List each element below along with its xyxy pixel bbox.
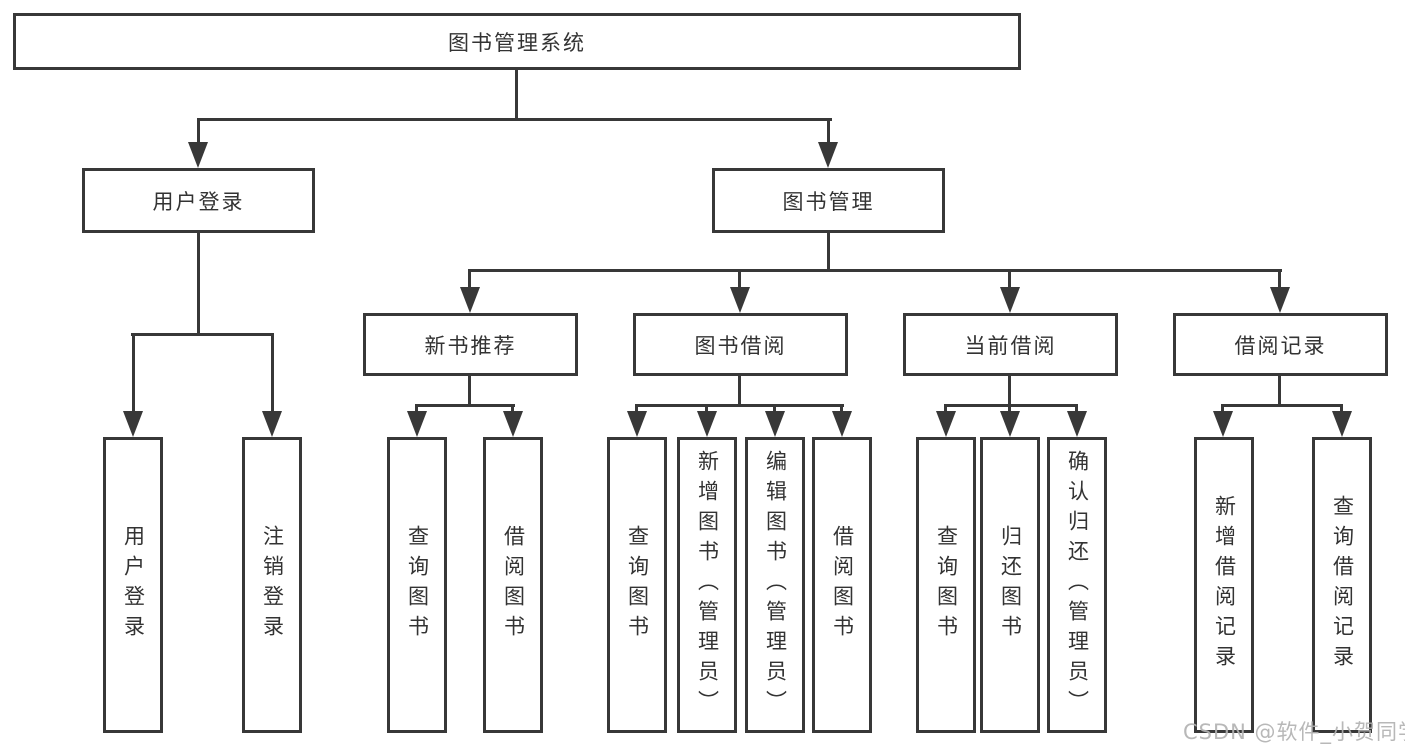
- leaf-user-login: 用户登录: [103, 437, 163, 733]
- connector-line: [827, 233, 830, 271]
- leaf-add-borrow-record: 新增借阅记录: [1194, 437, 1254, 733]
- node-label: 借阅记录: [1234, 333, 1327, 358]
- connector-line: [271, 333, 274, 413]
- arrowhead-down-icon: [407, 411, 427, 437]
- connector-line: [635, 404, 844, 407]
- connector-line: [1221, 404, 1224, 414]
- connector-line: [635, 404, 638, 414]
- node-book-management: 图书管理: [712, 168, 945, 233]
- node-label: 图书管理: [782, 189, 875, 214]
- node-label: 查询图书: [934, 525, 959, 645]
- arrowhead-down-icon: [832, 411, 852, 437]
- leaf-query-borrow-record: 查询借阅记录: [1312, 437, 1372, 733]
- connector-line: [468, 269, 1282, 272]
- node-label: 新增借阅记录: [1212, 495, 1237, 675]
- arrowhead-down-icon: [1332, 411, 1352, 437]
- arrowhead-down-icon: [188, 142, 208, 168]
- node-label: 查询图书: [405, 525, 430, 645]
- connector-line: [773, 404, 776, 414]
- leaf-borrow-books: 借阅图书: [812, 437, 872, 733]
- arrowhead-down-icon: [765, 411, 785, 437]
- node-label: 图书借阅: [694, 333, 787, 358]
- leaf-edit-books-admin: 编辑图书（管理员）: [745, 437, 805, 733]
- leaf-query-books-borrow: 查询图书: [607, 437, 667, 733]
- connector-line: [840, 404, 843, 414]
- arrowhead-down-icon: [818, 142, 838, 168]
- leaf-confirm-return-admin: 确认归还（管理员）: [1047, 437, 1107, 733]
- connector-line: [197, 118, 832, 121]
- node-label: 注销登录: [260, 525, 285, 645]
- connector-line: [944, 404, 947, 414]
- node-label: 借阅图书: [501, 525, 526, 645]
- connector-line: [1221, 404, 1343, 407]
- arrowhead-down-icon: [697, 411, 717, 437]
- connector-line: [197, 118, 200, 146]
- connector-line: [131, 333, 274, 336]
- arrowhead-down-icon: [262, 411, 282, 437]
- node-book-borrow: 图书借阅: [633, 313, 848, 376]
- node-borrow-records: 借阅记录: [1173, 313, 1388, 376]
- connector-line: [827, 118, 830, 146]
- connector-line: [1008, 376, 1011, 406]
- connector-line: [468, 269, 471, 291]
- node-label: 用户登录: [152, 189, 245, 214]
- leaf-logout: 注销登录: [242, 437, 302, 733]
- connector-line: [944, 404, 1078, 407]
- connector-line: [1008, 269, 1011, 291]
- connector-line: [468, 376, 471, 406]
- node-new-book-recommend: 新书推荐: [363, 313, 578, 376]
- watermark: CSDN @软件_小贺同学: [1183, 720, 1405, 744]
- node-label: 新增图书（管理员）: [695, 450, 720, 720]
- node-label: 新书推荐: [424, 333, 517, 358]
- connector-line: [738, 269, 741, 291]
- arrowhead-down-icon: [503, 411, 523, 437]
- arrowhead-down-icon: [123, 411, 143, 437]
- node-label: 图书管理系统: [448, 30, 586, 55]
- connector-line: [415, 404, 515, 407]
- arrowhead-down-icon: [1213, 411, 1233, 437]
- node-label: 用户登录: [121, 525, 146, 645]
- connector-line: [197, 233, 200, 335]
- leaf-query-books-current: 查询图书: [916, 437, 976, 733]
- node-label: 借阅图书: [830, 525, 855, 645]
- connector-line: [705, 404, 708, 414]
- arrowhead-down-icon: [936, 411, 956, 437]
- connector-line: [1278, 376, 1281, 406]
- connector-line: [132, 333, 135, 413]
- connector-line: [1340, 404, 1343, 414]
- connector-line: [515, 70, 518, 120]
- arrowhead-down-icon: [1000, 411, 1020, 437]
- node-root: 图书管理系统: [13, 13, 1021, 70]
- node-user-login: 用户登录: [82, 168, 315, 233]
- arrowhead-down-icon: [1067, 411, 1087, 437]
- node-label: 当前借阅: [964, 333, 1057, 358]
- leaf-return-books: 归还图书: [980, 437, 1040, 733]
- connector-line: [415, 404, 418, 414]
- connector-line: [738, 376, 741, 406]
- node-label: 查询借阅记录: [1330, 495, 1355, 675]
- leaf-borrow-books-recommend: 借阅图书: [483, 437, 543, 733]
- connector-line: [511, 404, 514, 414]
- connector-line: [1008, 404, 1011, 414]
- node-label: 确认归还（管理员）: [1065, 450, 1090, 720]
- leaf-query-books-recommend: 查询图书: [387, 437, 447, 733]
- arrowhead-down-icon: [460, 287, 480, 313]
- arrowhead-down-icon: [1270, 287, 1290, 313]
- arrowhead-down-icon: [730, 287, 750, 313]
- node-current-borrow: 当前借阅: [903, 313, 1118, 376]
- leaf-add-books-admin: 新增图书（管理员）: [677, 437, 737, 733]
- node-label: 归还图书: [998, 525, 1023, 645]
- connector-line: [1075, 404, 1078, 414]
- connector-line: [1278, 269, 1281, 291]
- node-label: 查询图书: [625, 525, 650, 645]
- arrowhead-down-icon: [1000, 287, 1020, 313]
- node-label: 编辑图书（管理员）: [763, 450, 788, 720]
- arrowhead-down-icon: [627, 411, 647, 437]
